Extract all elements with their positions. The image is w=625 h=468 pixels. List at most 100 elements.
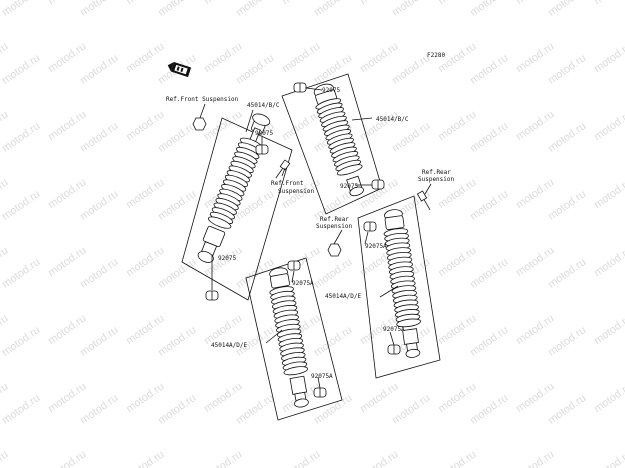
watermark-text: motod.ru xyxy=(436,109,478,144)
watermark-text: motod.ru xyxy=(468,256,510,291)
label-92075a-1: 92075A xyxy=(365,243,387,250)
coil-turn xyxy=(283,366,309,376)
watermark-text: motod.ru xyxy=(202,449,244,468)
rear-shock-right-frame xyxy=(357,195,441,379)
front-shock-left xyxy=(197,113,271,263)
watermark-text: motod.ru xyxy=(390,120,432,155)
watermark-text: motod.ru xyxy=(546,120,588,155)
label-92075-c: 92075 xyxy=(340,183,358,190)
label-92075-top: 92075 xyxy=(322,87,340,94)
bushing-92075-b xyxy=(205,290,219,301)
watermark-text: motod.ru xyxy=(202,41,244,76)
rear-shock-right xyxy=(383,209,421,358)
bushing-92075-c xyxy=(371,179,385,190)
watermark-text: motod.ru xyxy=(46,449,88,468)
front-bolt xyxy=(275,159,291,179)
watermark-text: motod.ru xyxy=(312,52,354,87)
rear-shock-left-group xyxy=(245,257,343,421)
watermark-text: motod.ru xyxy=(78,324,120,359)
watermark-text: motod.ru xyxy=(156,256,198,291)
watermark-text: motod.ru xyxy=(592,313,625,348)
watermark-text: motod.ru xyxy=(592,0,625,7)
watermark-text: motod.ru xyxy=(358,381,400,416)
watermark-text: motod.ru xyxy=(234,52,276,87)
watermark-text: motod.ru xyxy=(312,256,354,291)
label-ref-rear-2a: Ref.Rear xyxy=(320,216,349,223)
bushing-92075-top xyxy=(293,82,307,93)
watermark-text: motod.ru xyxy=(234,392,276,427)
bushing-92075-a xyxy=(255,144,269,155)
watermark-text: motod.ru xyxy=(514,109,556,144)
label-ref-rear-1b: Suspension xyxy=(418,176,455,183)
watermark-text: motod.ru xyxy=(468,392,510,427)
bushing-92075a-3 xyxy=(287,260,301,271)
watermark-text: motod.ru xyxy=(78,256,120,291)
front-shock-left-frame xyxy=(181,117,293,301)
watermark-text: motod.ru xyxy=(358,41,400,76)
label-ref-rear-2b: Suspension xyxy=(316,223,353,230)
rear-nut xyxy=(327,243,342,257)
watermark-text: motod.ru xyxy=(46,245,88,280)
watermark-text: motod.ru xyxy=(592,449,625,468)
watermark-text: motod.ru xyxy=(312,0,354,19)
watermark-text: motod.ru xyxy=(592,177,625,212)
watermark-text: motod.ru xyxy=(0,256,42,291)
watermark-text: motod.ru xyxy=(46,313,88,348)
part-labels: Ref.Front Suspension 45014/B/C 92075 Ref… xyxy=(166,87,455,380)
watermark-text: motod.ru xyxy=(514,449,556,468)
watermark-text: motod.ru xyxy=(78,0,120,19)
watermark-text: motod.ru xyxy=(436,245,478,280)
watermark-text: motod.ru xyxy=(0,0,42,19)
rear-shock-right-group xyxy=(327,190,441,379)
watermark-text: motod.ru xyxy=(436,313,478,348)
front-shock-right xyxy=(313,83,364,197)
watermark-text: motod.ru xyxy=(0,324,42,359)
front-nut-left xyxy=(192,117,207,131)
watermark-text: motod.ru xyxy=(124,109,166,144)
watermark-text: motod.ru xyxy=(280,449,322,468)
watermark-text: motod.ru xyxy=(234,0,276,19)
watermark-text: motod.ru xyxy=(78,120,120,155)
label-ref-front-2a: Ref.Front xyxy=(271,180,304,187)
watermark-text: motod.ru xyxy=(514,41,556,76)
watermark-text: motod.ru xyxy=(592,41,625,76)
label-45014-ade-left: 45014A/D/E xyxy=(211,342,248,349)
figure-code: F2280 xyxy=(427,52,445,59)
watermark-text: motod.ru xyxy=(156,0,198,19)
watermark-text: motod.ru xyxy=(514,313,556,348)
watermark-text: motod.ru xyxy=(78,392,120,427)
watermark-text: motod.ru xyxy=(156,188,198,223)
watermark-text: motod.ru xyxy=(436,381,478,416)
watermark-text: motod.ru xyxy=(0,449,10,468)
watermark-text: motod.ru xyxy=(390,0,432,19)
watermark-text: motod.ru xyxy=(468,188,510,223)
watermark-text: motod.ru xyxy=(546,0,588,19)
bushing-92075a-1 xyxy=(363,221,377,232)
watermark-text: motod.ru xyxy=(0,392,42,427)
watermark-text: motod.ru xyxy=(124,177,166,212)
coil-turn xyxy=(208,216,232,229)
watermark-text: motod.ru xyxy=(78,52,120,87)
watermark-text: motod.ru xyxy=(46,41,88,76)
watermark-text: motod.ru xyxy=(468,0,510,19)
label-92075a-4: 92075A xyxy=(311,373,333,380)
label-ref-rear-1a: Ref.Rear xyxy=(422,169,451,176)
front-arrow-icon xyxy=(167,62,192,78)
label-45014-bc-right: 45014/B/C xyxy=(376,116,409,123)
watermark-text: motod.ru xyxy=(358,449,400,468)
watermark-text: motod.ru xyxy=(546,324,588,359)
watermark-text: motod.ru xyxy=(358,109,400,144)
rear-shock-left-frame xyxy=(245,257,343,421)
watermark-text: motod.ru xyxy=(436,449,478,468)
watermark-text: motod.ru xyxy=(592,245,625,280)
watermark-text: motod.ru xyxy=(46,109,88,144)
watermark-text: motod.ru xyxy=(624,0,625,19)
watermark-text: motod.ru xyxy=(546,256,588,291)
watermark-text: motod.ru xyxy=(280,41,322,76)
watermark-text: motod.ru xyxy=(124,41,166,76)
watermark-text: motod.ru xyxy=(202,109,244,144)
label-92075-a: 92075 xyxy=(255,130,273,137)
label-ref-front-2b: Suspension xyxy=(278,188,315,195)
